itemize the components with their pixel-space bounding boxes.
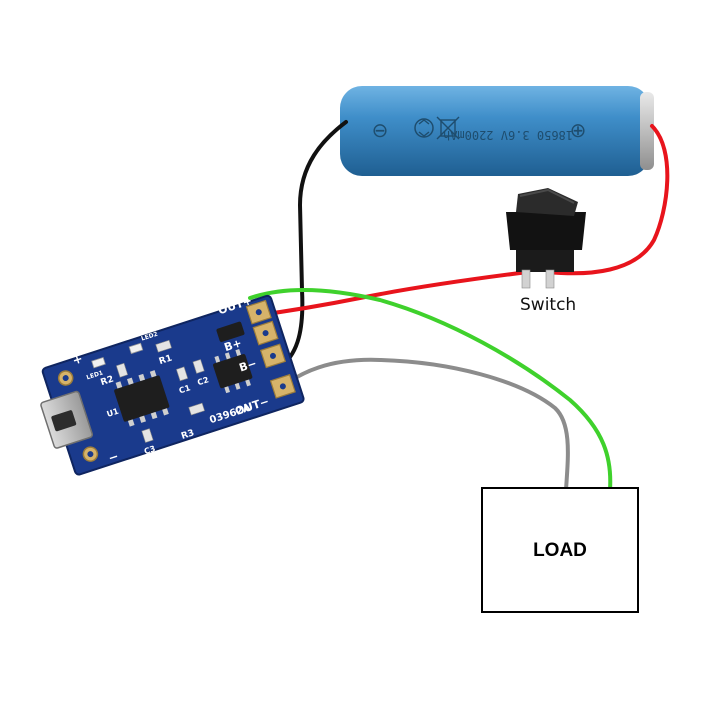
wire-black-battery-minus	[280, 120, 348, 368]
label-led2: LED2	[140, 331, 158, 343]
capacitor-c2	[192, 359, 205, 374]
capacitor-c1	[176, 366, 189, 382]
label-r2: R2	[100, 375, 116, 389]
capacitor-c3	[141, 428, 154, 443]
wire-red-switch-to-bplus	[250, 270, 530, 318]
battery-label: 18650 3.6V 2200mAh	[443, 128, 573, 142]
label-u1: U1	[106, 406, 121, 418]
led2	[128, 342, 144, 355]
recycle-icon	[414, 118, 434, 138]
load-label: LOAD	[533, 540, 587, 561]
label-r1: R1	[158, 353, 174, 367]
label-led1: LED1	[86, 369, 104, 381]
crossed-bin-icon	[436, 116, 460, 140]
rocker-switch	[506, 188, 586, 289]
label-c1: C1	[178, 383, 192, 395]
battery-18650: ⊖ ⊕ 18650 3.6V 2200mAh	[340, 86, 654, 176]
label-b-minus: B−	[238, 357, 259, 375]
charger-ic-u1	[114, 375, 170, 422]
battery-positive-cap	[640, 92, 654, 170]
wire-green-out-plus	[248, 288, 613, 492]
label-c2: C2	[196, 375, 210, 387]
switch-label: Switch	[520, 295, 576, 315]
resistor-r1	[155, 339, 172, 353]
led1	[91, 356, 106, 369]
label-minus: −	[107, 449, 121, 465]
battery-minus-symbol: ⊖	[372, 120, 389, 142]
label-plus: +	[71, 351, 85, 367]
pcb-board	[41, 294, 305, 476]
resistor-r3	[188, 402, 205, 416]
load-box	[481, 487, 639, 613]
battery-plus-symbol: ⊕	[570, 120, 587, 142]
mosfet-chip	[216, 321, 245, 343]
protection-ic	[213, 353, 253, 389]
tp4056-charger-module: OUT+ B+ B− OUT− 03962A LED1 LED2 R1 R2 R…	[40, 294, 305, 476]
label-r3: R3	[180, 428, 196, 442]
wire-red-battery-plus	[546, 124, 670, 276]
label-c3: C3	[143, 444, 157, 456]
label-b-plus: B+	[223, 336, 244, 354]
wire-gray-out-minus	[276, 357, 570, 492]
resistor-r2	[115, 362, 129, 378]
